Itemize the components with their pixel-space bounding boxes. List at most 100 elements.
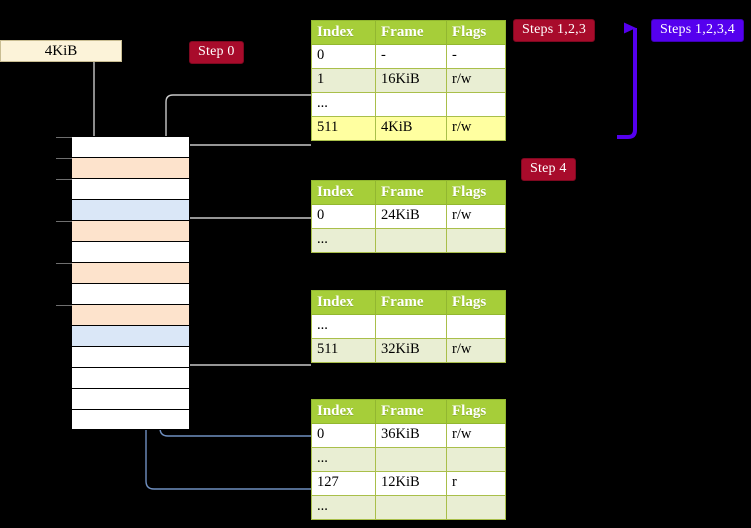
cell-index: 127 [311, 471, 376, 496]
link-pml4-16kib [166, 94, 311, 202]
cell-index: ... [311, 495, 376, 520]
cell-frame [375, 447, 447, 472]
page-table-pt: Index Frame Flags 0 36KiB r/w ... 127 12… [311, 399, 506, 520]
cell-frame [375, 92, 447, 117]
cell-frame [375, 495, 447, 520]
cell-frame: 24KiB [375, 204, 447, 229]
table-header-row: Index Frame Flags [311, 290, 506, 315]
link-pml4-4kib [183, 144, 311, 152]
badge-step-4: Step 4 [521, 158, 576, 181]
memory-row [71, 199, 190, 220]
badge-steps-1-2-3-4: Steps 1,2,3,4 [651, 19, 744, 42]
table-row[interactable]: 0 36KiB r/w [311, 423, 506, 448]
table-header-row: Index Frame Flags [311, 399, 506, 424]
memory-row [56, 220, 190, 241]
link-pd-32kib [181, 318, 311, 366]
column-header-frame: Frame [375, 290, 447, 315]
cell-flags [446, 314, 506, 339]
memory-row [56, 304, 190, 325]
table-row[interactable]: 511 32KiB r/w [311, 338, 506, 363]
legend-4kib-box: 4KiB [0, 40, 122, 62]
column-header-frame: Frame [375, 180, 447, 205]
page-table-pdp: Index Frame Flags 0 24KiB r/w ... [311, 180, 506, 253]
table-row[interactable]: ... [311, 447, 506, 472]
cell-flags: r/w [446, 423, 506, 448]
cell-index: 0 [311, 204, 376, 229]
cell-frame: 16KiB [375, 68, 447, 93]
memory-row-tick [56, 158, 72, 159]
memory-row [71, 241, 190, 262]
cell-frame: 12KiB [375, 471, 447, 496]
column-header-flags: Flags [446, 20, 506, 45]
column-header-frame: Frame [375, 399, 447, 424]
cell-index: 511 [311, 338, 376, 363]
column-header-index: Index [311, 20, 376, 45]
cell-index: ... [311, 228, 376, 253]
page-table-pml4: Index Frame Flags 0 - - 1 16KiB r/w ... [311, 20, 506, 141]
table-row[interactable]: 127 12KiB r [311, 471, 506, 496]
legend-4kib-label: 4KiB [44, 43, 78, 59]
column-header-flags: Flags [446, 180, 506, 205]
cell-flags [446, 92, 506, 117]
link-pdp-24kib [176, 217, 311, 265]
link-pt-12kib [146, 212, 311, 490]
cell-frame: 32KiB [375, 338, 447, 363]
table-header-row: Index Frame Flags [311, 180, 506, 205]
table-row[interactable]: 0 24KiB r/w [311, 204, 506, 229]
table-row[interactable]: 1 16KiB r/w [311, 68, 506, 93]
table-row[interactable]: 0 - - [311, 44, 506, 69]
table-row[interactable]: ... [311, 314, 506, 339]
memory-row [71, 346, 190, 367]
cell-flags [446, 228, 506, 253]
column-header-index: Index [311, 180, 376, 205]
memory-row-tick [56, 221, 72, 222]
memory-row [56, 157, 190, 178]
memory-row-tick [56, 305, 72, 306]
cell-frame [375, 314, 447, 339]
memory-row [71, 325, 190, 346]
cell-flags: r/w [446, 338, 506, 363]
cell-frame: - [375, 44, 447, 69]
table-row[interactable]: ... [311, 92, 506, 117]
cell-index: ... [311, 92, 376, 117]
cell-index: 1 [311, 68, 376, 93]
badge-step-0: Step 0 [189, 41, 244, 64]
column-header-index: Index [311, 290, 376, 315]
cell-frame: 36KiB [375, 423, 447, 448]
memory-row-tick [56, 179, 72, 180]
cell-flags: r/w [446, 204, 506, 229]
memory-row [56, 262, 190, 283]
memory-row-tick [56, 263, 72, 264]
cell-flags: - [446, 44, 506, 69]
table-header-row: Index Frame Flags [311, 20, 506, 45]
cell-index: ... [311, 314, 376, 339]
memory-row-tick [56, 137, 72, 138]
cell-index: 511 [311, 116, 376, 141]
cell-frame: 4KiB [375, 116, 447, 141]
memory-row [71, 283, 190, 304]
cell-index: ... [311, 447, 376, 472]
cell-flags [446, 447, 506, 472]
cell-frame [375, 228, 447, 253]
memory-row [56, 178, 190, 199]
memory-row [71, 367, 190, 388]
memory-row [71, 388, 190, 409]
column-header-frame: Frame [375, 20, 447, 45]
cell-flags: r/w [446, 68, 506, 93]
cell-flags [446, 495, 506, 520]
memory-row [71, 409, 190, 430]
table-row[interactable]: ... [311, 495, 506, 520]
cell-flags: r/w [446, 116, 506, 141]
table-row[interactable]: ... [311, 228, 506, 253]
table-row[interactable]: 511 4KiB r/w [311, 116, 506, 141]
page-table-pd: Index Frame Flags ... 511 32KiB r/w [311, 290, 506, 363]
memory-row [56, 136, 190, 157]
badge-steps-1-2-3: Steps 1,2,3 [513, 19, 596, 42]
steps-flow-arrow [617, 22, 637, 139]
cell-flags: r [446, 471, 506, 496]
column-header-index: Index [311, 399, 376, 424]
cell-index: 0 [311, 423, 376, 448]
memory-column [56, 136, 190, 430]
cell-index: 0 [311, 44, 376, 69]
